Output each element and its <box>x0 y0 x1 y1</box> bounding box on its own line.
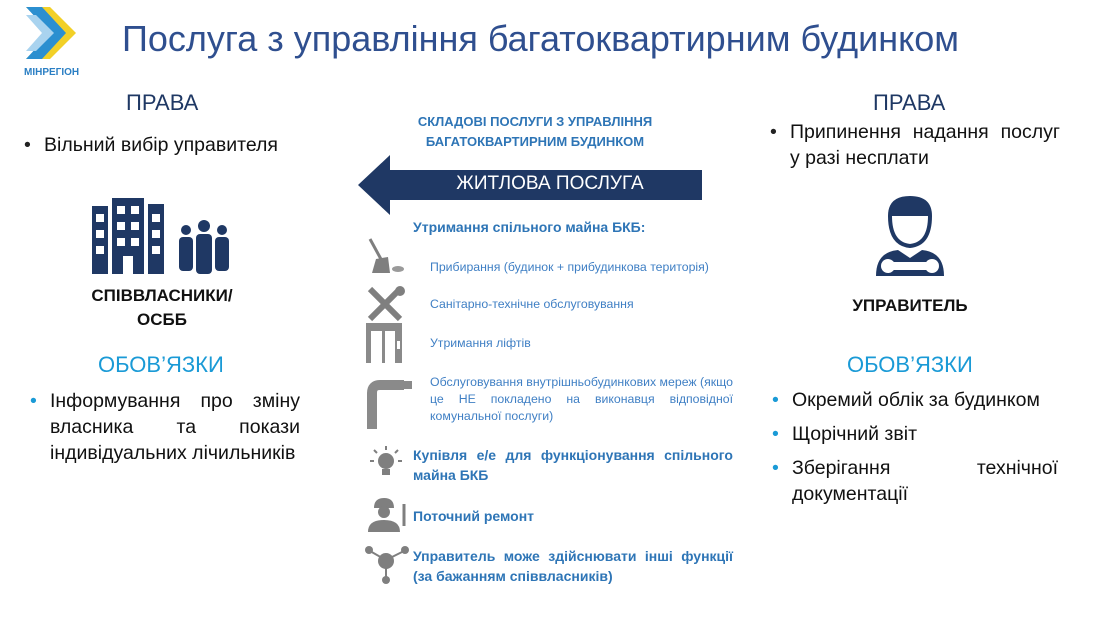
left-duties-item: Інформування про зміну власника та показ… <box>30 388 300 466</box>
right-rights-heading: ПРАВА <box>873 90 946 115</box>
center-heading-line2: БАГАТОКВАРТИРНИМ БУДИНКОМ <box>425 134 645 149</box>
right-duty-documentation: Зберігання технічної документації <box>772 455 1058 507</box>
center-subheading: Утримання спільного майна БКБ: <box>413 219 646 235</box>
elevator-icon <box>366 323 402 368</box>
item-cleaning: Прибирання (будинок + прибудинкова терит… <box>430 260 709 274</box>
left-duties-heading: ОБОВ’ЯЗКИ <box>98 352 224 377</box>
center-heading-line1: СКЛАДОВІ ПОСЛУГИ З УПРАВЛІННЯ <box>417 114 653 129</box>
role-manager: УПРАВИТЕЛЬ <box>852 296 968 315</box>
right-duties-heading: ОБОВ’ЯЗКИ <box>847 352 973 377</box>
left-rights-item: Вільний вибір управителя <box>24 132 314 158</box>
manager-icon <box>874 194 946 285</box>
building-people-icon <box>92 198 232 279</box>
network-icon <box>364 545 410 590</box>
lightbulb-icon <box>368 445 404 486</box>
item-networks: Обслуговування внутрішньобудинкових мере… <box>430 375 733 423</box>
item-other-functions: Управитель може здійснювати інші функції… <box>413 548 733 584</box>
role-co-owners: СПІВВЛАСНИКИ/ <box>91 286 233 305</box>
item-electricity: Купівля е/е для функціонування спільного… <box>413 447 733 483</box>
item-repair: Поточний ремонт <box>413 508 535 524</box>
right-rights-item: Припинення надання послуг у разі несплат… <box>770 119 1060 171</box>
minregion-logo: МІНРЕГІОН <box>24 5 84 78</box>
right-duty-report: Щорічний звіт <box>772 421 1058 447</box>
worker-icon <box>366 496 408 537</box>
left-rights-heading: ПРАВА <box>126 90 199 115</box>
pipe-icon <box>364 375 412 434</box>
housing-service-arrow <box>358 155 703 220</box>
logo-text: МІНРЕГІОН <box>24 67 80 78</box>
arrow-label: ЖИТЛОВА ПОСЛУГА <box>456 173 644 194</box>
right-duty-accounting: Окремий облік за будинком <box>772 387 1058 413</box>
item-plumbing: Санітарно-технічне обслуговування <box>430 297 634 311</box>
page-title: Послуга з управління багатоквартирним бу… <box>122 18 959 59</box>
role-osbb: ОСББ <box>137 310 187 329</box>
item-elevators: Утримання ліфтів <box>430 336 531 350</box>
broom-icon <box>364 237 408 282</box>
tools-icon <box>366 285 406 328</box>
